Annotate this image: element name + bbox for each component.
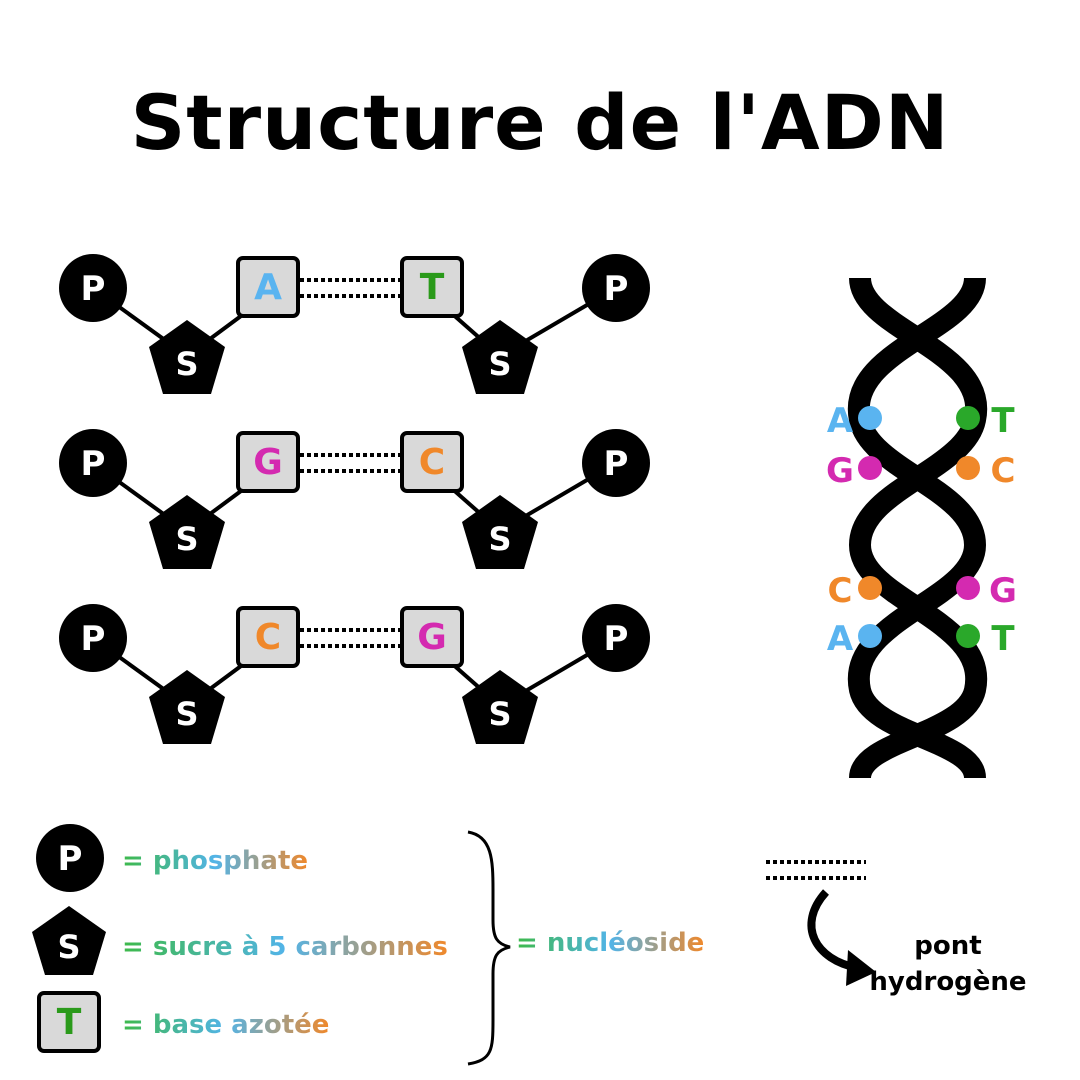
- base-pair-row: P P S S G C: [59, 429, 650, 569]
- legend-base-symbol: T: [57, 1002, 82, 1043]
- base-pairs: P P S S A T P P S S G C P P S S C G: [59, 254, 650, 744]
- helix-base-left: A: [827, 401, 854, 441]
- sugar-symbol: S: [175, 520, 198, 558]
- base-box-left: [236, 256, 300, 318]
- base-box-right: [400, 256, 464, 318]
- nucleoside-brace: [467, 830, 511, 1066]
- sugar-left: [149, 320, 225, 394]
- phosphate-symbol: P: [604, 444, 629, 484]
- phosphate-left: [59, 429, 127, 497]
- phosphate-symbol: P: [81, 444, 106, 484]
- legend-phosphate-symbol: P: [58, 839, 83, 879]
- sugar-right: [462, 495, 538, 569]
- sugar-right: [462, 670, 538, 744]
- base-box-left: [236, 606, 300, 668]
- sugar-symbol: S: [175, 345, 198, 383]
- phosphate-symbol: P: [81, 619, 106, 659]
- legend-phosphate-icon: [36, 824, 104, 892]
- base-letter: A: [254, 267, 282, 308]
- legend-base-icon: [37, 991, 101, 1053]
- legend-sugar-symbol: S: [57, 928, 80, 966]
- legend-hydrogen-bond-label: pont hydrogène: [869, 931, 1027, 997]
- phosphate-left: [59, 254, 127, 322]
- sugar-left: [149, 495, 225, 569]
- legend-nucleoside-label: = nucléoside: [516, 928, 705, 958]
- base-letter: C: [419, 442, 445, 483]
- base-letter: T: [420, 267, 445, 308]
- curved-arrow-icon: [807, 889, 859, 972]
- phosphate-right: [582, 254, 650, 322]
- helix-base-right: C: [991, 451, 1016, 491]
- sugar-symbol: S: [488, 695, 511, 733]
- hydrogen-bond-legend: [766, 860, 876, 986]
- helix-base-right: T: [991, 401, 1015, 441]
- helix-base-left: A: [827, 619, 854, 659]
- helix-strand-right: [847, 276, 987, 781]
- legend-phosphate-label: = phosphate: [122, 846, 309, 876]
- sugar-left: [149, 670, 225, 744]
- base-pair-row: P P S S A T: [59, 254, 650, 394]
- sugar-right: [462, 320, 538, 394]
- phosphate-right: [582, 604, 650, 672]
- sugar-symbol: S: [488, 520, 511, 558]
- base-box-right: [400, 606, 464, 668]
- phosphate-left: [59, 604, 127, 672]
- base-letter: G: [253, 442, 283, 483]
- phosphate-symbol: P: [604, 269, 629, 309]
- legend-sugar-icon: [32, 906, 106, 975]
- legend-base-label: = base azotée: [122, 1010, 330, 1040]
- base-box-right: [400, 431, 464, 493]
- phosphate-right: [582, 429, 650, 497]
- page-title: Structure de l'ADN: [130, 78, 950, 167]
- helix-base-left: C: [828, 571, 853, 611]
- legend-sugar-label: = sucre à 5 carbonnes: [122, 932, 448, 962]
- helix-base-right: G: [989, 571, 1017, 611]
- phosphate-symbol: P: [604, 619, 629, 659]
- helix-base-left: G: [826, 451, 854, 491]
- sugar-symbol: S: [175, 695, 198, 733]
- base-letter: C: [255, 617, 281, 658]
- sugar-symbol: S: [488, 345, 511, 383]
- base-letter: G: [417, 617, 447, 658]
- base-pair-row: P P S S C G: [59, 604, 650, 744]
- helix-strand-left: [848, 276, 988, 781]
- helix-base-right: T: [991, 619, 1015, 659]
- legend-symbols: P S T: [32, 824, 106, 1053]
- base-box-left: [236, 431, 300, 493]
- phosphate-symbol: P: [81, 269, 106, 309]
